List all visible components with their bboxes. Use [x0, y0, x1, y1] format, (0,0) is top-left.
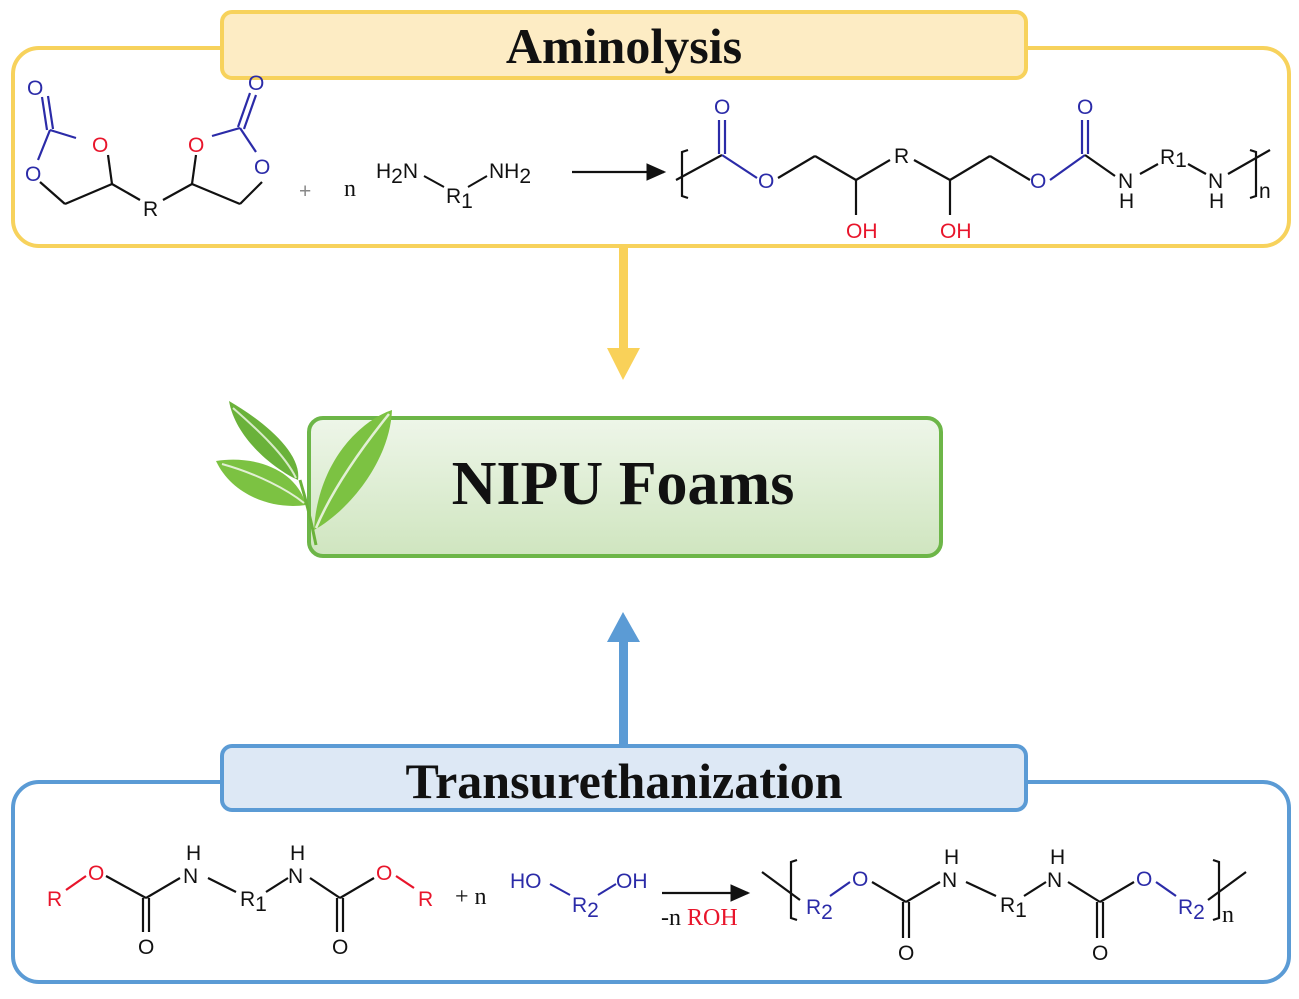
phu-product — [675, 120, 1271, 215]
plus-sign: + — [299, 180, 311, 203]
product-oh-1: OH — [846, 220, 878, 243]
product-ester-o-1: O — [758, 170, 774, 193]
arrow-down-aminolysis — [607, 246, 640, 380]
bis-carbamate — [65, 875, 415, 932]
product-o-2: O — [1136, 868, 1152, 891]
svg-text:HO: HO — [510, 870, 542, 893]
svg-text:H2N: H2N — [376, 160, 418, 188]
product-o-carbonyl-1: O — [898, 942, 914, 965]
stoich-coefficient: n — [344, 176, 356, 202]
svg-text:R2: R2 — [572, 894, 599, 922]
atom-o-ring-left-outer: O — [25, 163, 41, 186]
reactant-o-left: O — [88, 862, 104, 885]
arrow-up-transurethanization — [607, 612, 640, 748]
diamine: H2N R1 NH2 — [376, 160, 531, 213]
svg-text:R1: R1 — [446, 185, 473, 213]
svg-text:NH2: NH2 — [489, 160, 531, 188]
bis-cyclic-carbonate — [36, 92, 263, 206]
product-n-1: N — [942, 869, 957, 892]
reactant-r-left: R — [47, 888, 62, 911]
product-ester-o-2: O — [1030, 170, 1046, 193]
product-r1: R1 — [1160, 146, 1187, 172]
reactant-r-right: R — [418, 888, 433, 911]
reactant-r1: R1 — [240, 888, 267, 916]
svg-text:OH: OH — [616, 870, 648, 893]
reactant-n-1: N — [183, 865, 198, 888]
product-r2-left: R2 — [806, 896, 833, 924]
atom-o-carbonyl-left: O — [27, 77, 43, 100]
product-repeat-n: n — [1222, 902, 1234, 928]
atom-o-ring-right-outer: O — [254, 156, 270, 179]
transurethanization-header — [220, 744, 1028, 812]
nipu-foams-box: NIPU Foams — [307, 416, 943, 558]
reactant-n-2: N — [288, 865, 303, 888]
atom-r-linker: R — [143, 198, 158, 221]
product-h-2: H — [1209, 190, 1224, 213]
reactant-o-carbonyl-1: O — [138, 936, 154, 959]
aminolysis-title: Aminolysis — [506, 18, 742, 74]
nipu-foams-label: NIPU Foams — [452, 450, 795, 518]
product-n-2: N — [1208, 170, 1223, 193]
atom-o-ring-right-inner: O — [188, 134, 204, 157]
product-carbonyl-o-1: O — [714, 96, 730, 119]
leaf-icon — [216, 401, 392, 546]
plus-coefficient: + n — [455, 884, 487, 910]
product-r2-right: R2 — [1178, 896, 1205, 924]
product-repeat-n: n — [1259, 180, 1271, 203]
reactant-o-right: O — [376, 862, 392, 885]
product-linker-r: R — [894, 145, 909, 168]
diol: HO R2 OH — [510, 870, 648, 922]
product-r1: R1 — [1000, 894, 1027, 922]
aminolysis-panel: Aminolysis O O O R O O O — [11, 10, 1291, 248]
pu-product — [761, 858, 1247, 938]
product-carbonyl-o-2: O — [1077, 96, 1093, 119]
product-h-1: H — [1119, 190, 1134, 213]
reactant-h-1: H — [186, 842, 201, 865]
transurethanization-panel: Transurethanization R O H N R1 H N O O O… — [11, 744, 1291, 984]
product-o-carbonyl-2: O — [1092, 942, 1108, 965]
product-oh-2: OH — [940, 220, 972, 243]
aminolysis-header — [220, 10, 1028, 80]
product-o-1: O — [852, 868, 868, 891]
transurethanization-title: Transurethanization — [405, 753, 842, 809]
product-n-2: N — [1047, 869, 1062, 892]
product-h-1: H — [944, 846, 959, 869]
reactant-h-2: H — [290, 842, 305, 865]
product-n-1: N — [1118, 170, 1133, 193]
atom-o-ring-left-inner: O — [92, 134, 108, 157]
product-h-2: H — [1050, 846, 1065, 869]
reactant-o-carbonyl-2: O — [332, 936, 348, 959]
atom-o-carbonyl-right: O — [248, 72, 264, 95]
